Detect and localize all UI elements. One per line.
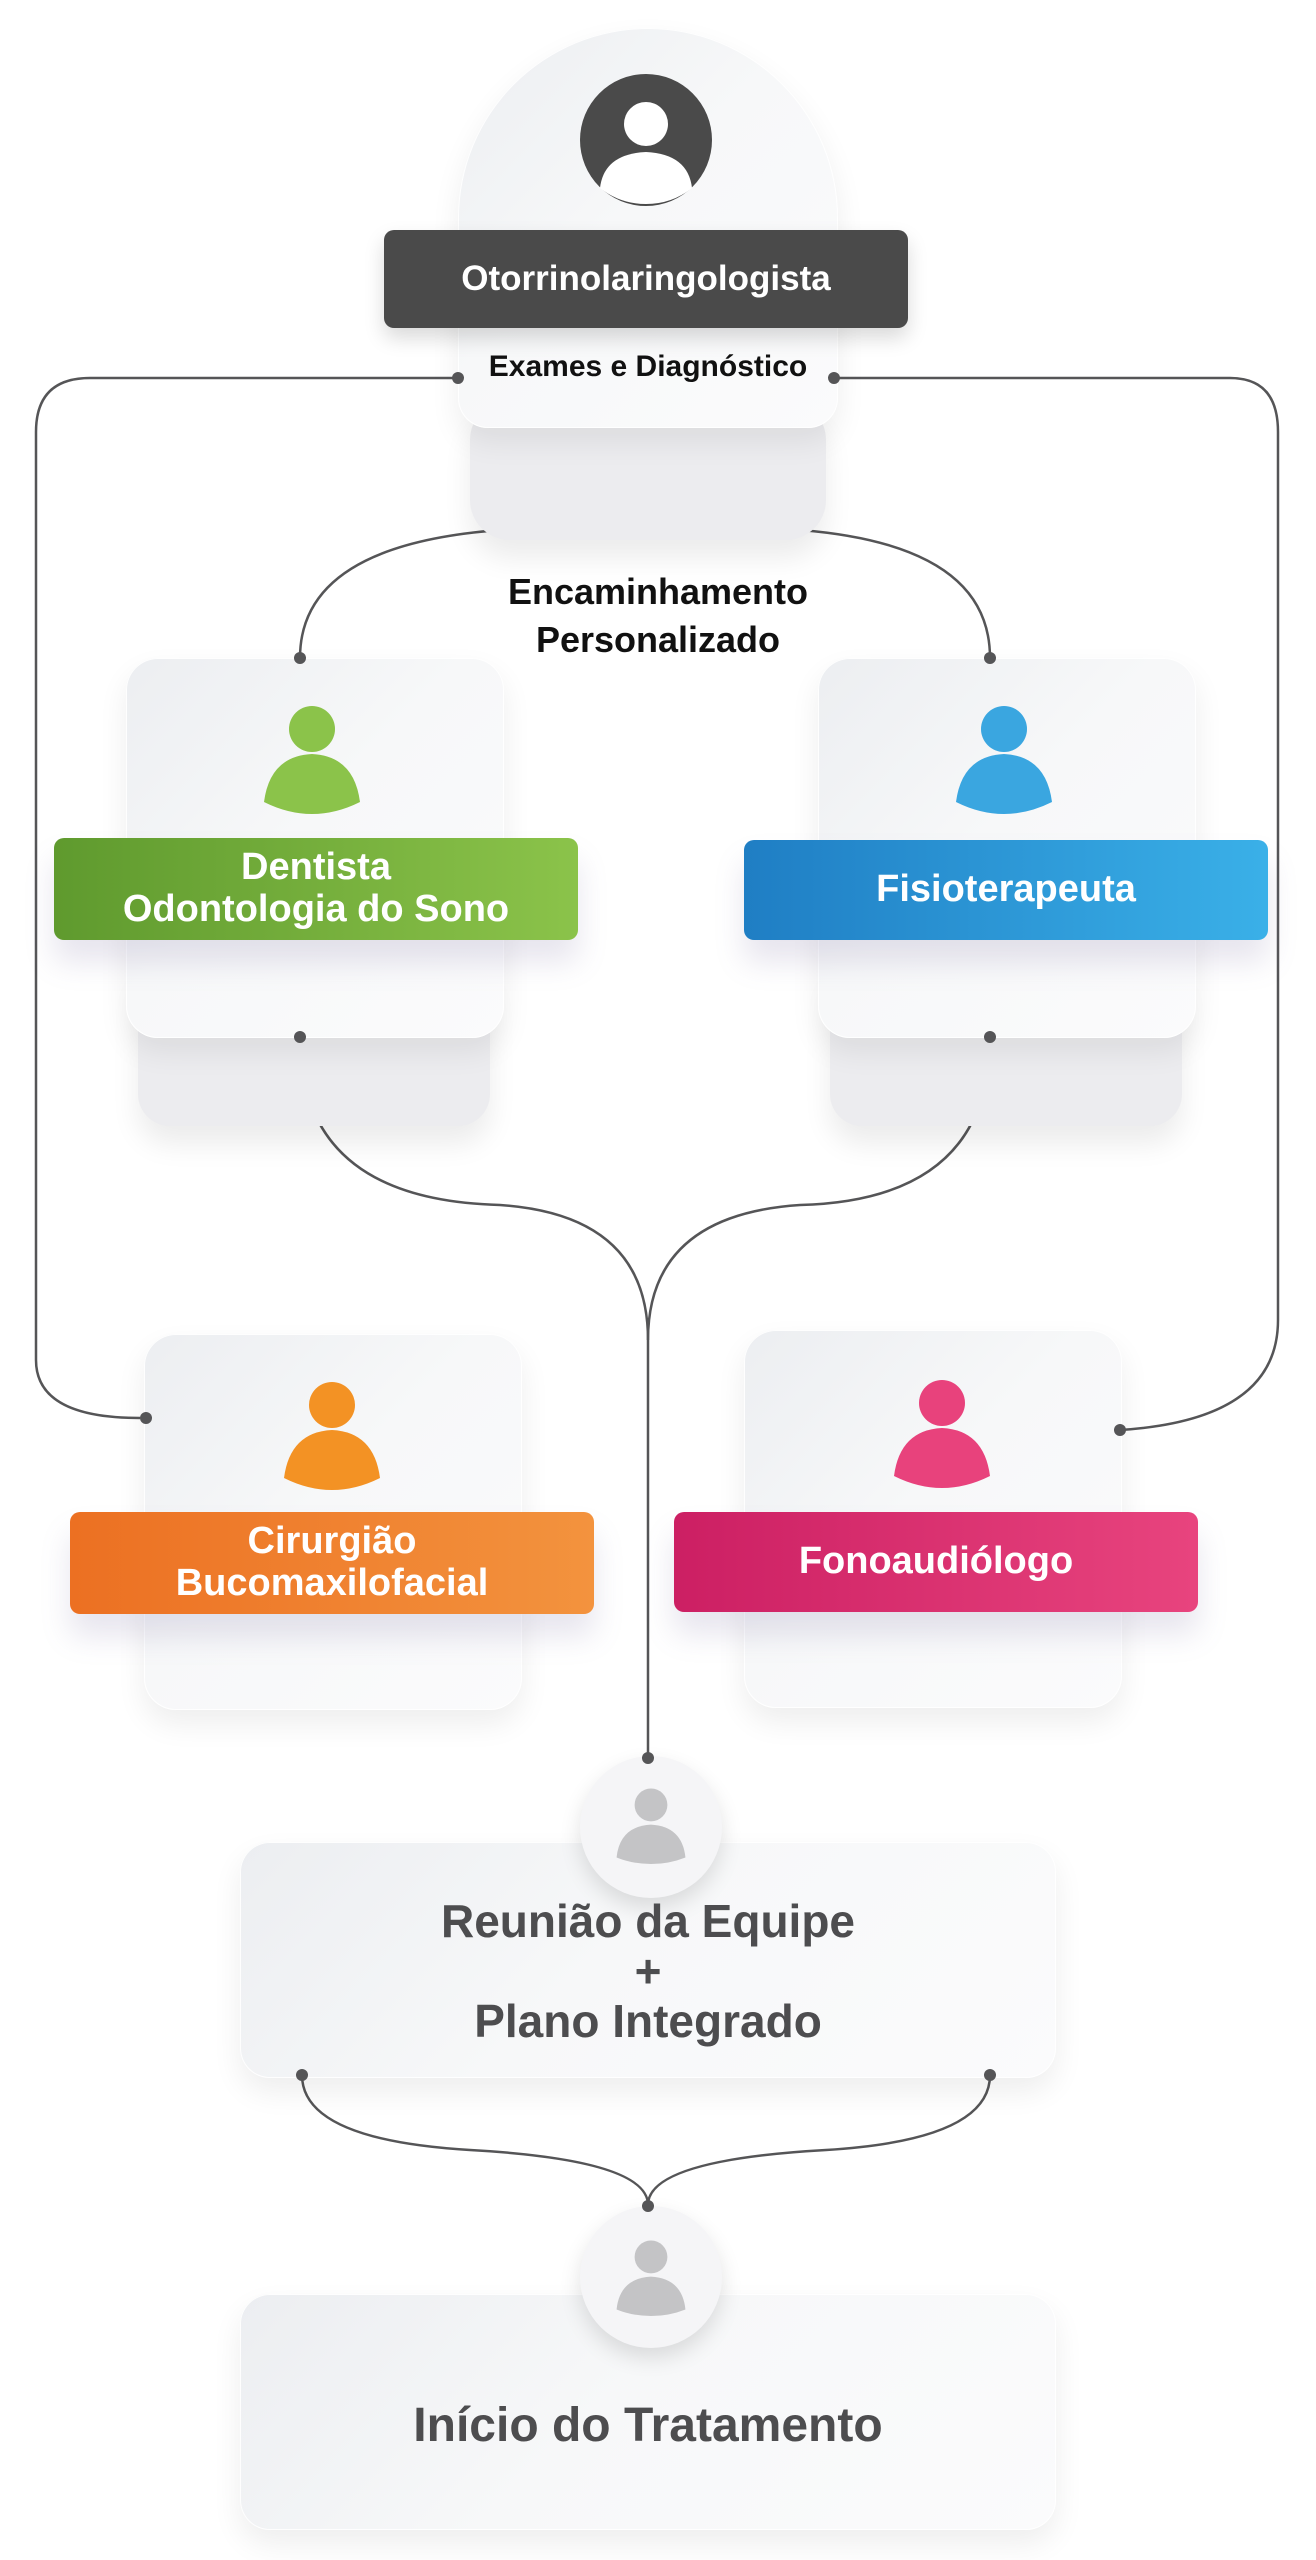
person-icon <box>616 1788 686 1864</box>
fono-label-bar: Fonoaudiólogo <box>674 1512 1198 1612</box>
person-icon <box>894 1380 990 1488</box>
team-meeting-line2: + <box>634 1945 662 1997</box>
connector-dot <box>140 1412 152 1424</box>
fisio-line1: Fisioterapeuta <box>876 868 1136 911</box>
fisio-label-bar: Fisioterapeuta <box>744 840 1268 940</box>
otorrino-title: Otorrinolaringologista <box>461 258 831 298</box>
routing-label: Encaminhamento Personalizado <box>420 568 896 664</box>
person-icon <box>264 706 360 814</box>
team-meeting-line3: Plano Integrado <box>474 1995 822 2047</box>
connector-dot <box>984 652 996 664</box>
connector-dot <box>1114 1424 1126 1436</box>
fono-line1: Fonoaudiólogo <box>798 1540 1074 1583</box>
otorrino-title-bar: Otorrinolaringologista <box>384 230 908 328</box>
treatment-start-label: Início do Tratamento <box>413 2399 883 2452</box>
top-node-subtitle: Exames e Diagnóstico <box>488 350 808 383</box>
person-icon <box>956 706 1052 814</box>
dentista-line2: Odontologia do Sono <box>122 888 510 930</box>
connector-dot <box>642 1752 654 1764</box>
routing-label-line1: Encaminhamento <box>507 571 809 612</box>
team-meeting-text: Reunião da Equipe + Plano Integrado <box>240 1896 1056 2046</box>
dentista-label-bar: Dentista Odontologia do Sono <box>54 838 578 940</box>
connector-dot <box>296 2069 308 2081</box>
cirurgiao-line1: Cirurgião <box>247 1520 417 1563</box>
person-icon <box>580 74 712 206</box>
cirurgiao-label-bar: Cirurgião Bucomaxilofacial <box>70 1512 594 1614</box>
person-icon <box>284 1382 380 1490</box>
dentista-line1: Dentista <box>241 846 391 889</box>
routing-label-line2: Personalizado <box>535 619 781 660</box>
connector-dot <box>452 372 464 384</box>
cirurgiao-line2: Bucomaxilofacial <box>175 1562 489 1604</box>
team-meeting-line1: Reunião da Equipe <box>440 1895 856 1947</box>
connector-dot <box>294 1031 306 1043</box>
connector-dot <box>984 2069 996 2081</box>
connector-dot <box>294 652 306 664</box>
connector-dot <box>984 1031 996 1043</box>
person-icon <box>616 2240 686 2316</box>
connector-dot <box>642 2200 654 2212</box>
connector-dot <box>828 372 840 384</box>
